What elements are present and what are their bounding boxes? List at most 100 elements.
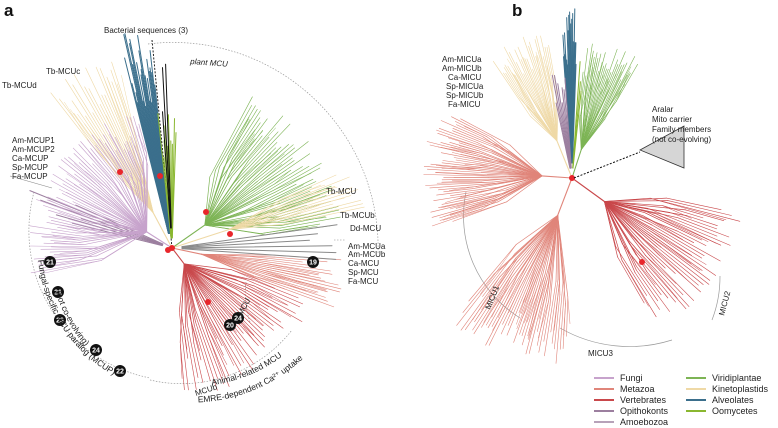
kinetoplastid-branch xyxy=(279,184,322,203)
fungi-branch xyxy=(102,213,148,233)
metazoa-branch xyxy=(491,136,543,177)
metazoa-branch xyxy=(468,244,517,302)
clade-arcs-b xyxy=(463,191,721,347)
metazoa-branch xyxy=(440,152,502,165)
fungi-branch xyxy=(84,170,107,188)
kinetoplastid-branch xyxy=(540,35,552,84)
viridiplantae-branch xyxy=(204,176,232,226)
kinetoplastid-branch xyxy=(297,186,336,201)
fungi-branch xyxy=(128,150,141,175)
vertebrate-branch xyxy=(635,269,659,302)
vertebrate-branch xyxy=(604,201,644,245)
metazoa-branch xyxy=(500,270,531,335)
viridiplantae-branch xyxy=(254,147,296,182)
domain-count-badge: 24 xyxy=(232,312,244,324)
vertebrate-branch xyxy=(647,208,718,237)
metazoa-branch xyxy=(441,162,488,169)
viridiplantae-branch xyxy=(204,180,240,226)
legend-label: Metazoa xyxy=(620,384,655,394)
kinetoplastid-branch xyxy=(299,197,322,203)
viridiplantae-branch xyxy=(204,180,258,226)
kinetoplastid-branch xyxy=(513,69,538,113)
viridiplantae-branch xyxy=(242,150,279,186)
kinetoplastid-branch xyxy=(101,94,128,151)
badge-circle xyxy=(52,286,64,298)
metazoa-branch xyxy=(266,268,326,282)
metazoa-branch xyxy=(442,208,482,221)
metazoa-branch xyxy=(429,182,506,189)
vertebrate-branch xyxy=(219,285,274,331)
vertebrate-branch xyxy=(241,289,269,308)
fungi-branch xyxy=(109,222,148,233)
tb-mcud-label: Tb-MCUd xyxy=(2,81,37,90)
vertebrate-branch xyxy=(179,263,185,343)
fungi-branch xyxy=(88,193,148,233)
metazoa-branch xyxy=(253,275,328,302)
viridiplantae-branch xyxy=(204,191,276,226)
kinetoplastid-branch xyxy=(99,68,132,148)
kinetoplastid-branch xyxy=(228,223,285,230)
metazoa-branch xyxy=(430,196,496,213)
tree-b: Am-MICUa Am-MICUb Ca-MICU Sp-MICUa Sp-MI… xyxy=(423,8,741,364)
mcu-label: Am-MCUb xyxy=(348,250,386,259)
metazoa-branch xyxy=(435,172,506,177)
fungi-branch xyxy=(120,175,148,233)
metazoa-branch xyxy=(438,192,505,208)
viridiplantae-branch xyxy=(585,43,593,88)
kinetoplastid-branch xyxy=(503,72,520,98)
metazoa-branch xyxy=(451,179,483,182)
viridiplantae-branch xyxy=(242,144,290,186)
kinetoplastid-branch xyxy=(531,113,558,142)
fungi-branch xyxy=(41,236,84,239)
metazoa-branch xyxy=(452,130,495,148)
vertebrate-branch xyxy=(655,213,731,246)
kinetoplastid-branch xyxy=(171,228,230,249)
fungi-branch xyxy=(90,148,120,184)
viridiplantae-branch xyxy=(280,216,326,226)
metazoa-branch xyxy=(426,141,476,154)
vertebrate-branch xyxy=(183,263,236,280)
badge-number: 21 xyxy=(46,260,54,267)
fungi-branch xyxy=(88,150,116,186)
fungi-branch xyxy=(64,157,100,188)
metazoa-branch xyxy=(443,197,503,217)
viridiplantae-branch xyxy=(591,62,603,104)
fungi-branch xyxy=(29,225,77,234)
metazoa-branch xyxy=(527,214,559,280)
metazoa-branch xyxy=(460,154,501,163)
fungi-branch xyxy=(110,151,128,178)
kinetoplastid-branch xyxy=(111,81,136,148)
kinetoplastid-branch xyxy=(228,199,299,230)
root-node xyxy=(117,169,123,175)
aralar-collapsed-clade xyxy=(639,125,685,169)
viridiplantae-branch xyxy=(601,66,632,121)
kinetoplastid-branch xyxy=(77,114,123,176)
vertebrate-branch xyxy=(667,236,703,259)
metazoa-branch xyxy=(447,137,493,152)
fungi-branch xyxy=(68,218,109,231)
fungi-branch xyxy=(98,138,132,188)
viridiplantae-branch xyxy=(592,48,618,119)
metazoa-branch xyxy=(450,189,493,196)
vertebrate-branch xyxy=(604,201,659,240)
panel-label-a: a xyxy=(4,1,14,20)
metazoa-branch xyxy=(436,129,492,150)
fungi-branch xyxy=(73,184,90,195)
vertebrate-branch xyxy=(677,217,730,238)
vertebrate-branch xyxy=(183,263,229,306)
viridiplantae-branch xyxy=(239,146,282,186)
vertebrate-branch xyxy=(634,272,660,310)
viridiplantae-branch xyxy=(248,136,270,161)
vertebrate-branch xyxy=(604,201,662,248)
fungi-branch xyxy=(126,116,143,163)
metazoa-branch xyxy=(521,285,541,346)
kinetoplastid-branch xyxy=(535,35,548,82)
fungi-branch xyxy=(52,173,91,198)
fungi-branch xyxy=(138,134,147,154)
vertebrate-branch xyxy=(604,201,660,256)
metazoa-branch xyxy=(253,275,317,294)
aralar-labels: Aralar Mito carrier Family members (not … xyxy=(652,105,711,144)
metazoa-branch xyxy=(501,175,543,198)
vertebrate-branch xyxy=(216,301,244,334)
viridiplantae-branch xyxy=(284,195,327,210)
